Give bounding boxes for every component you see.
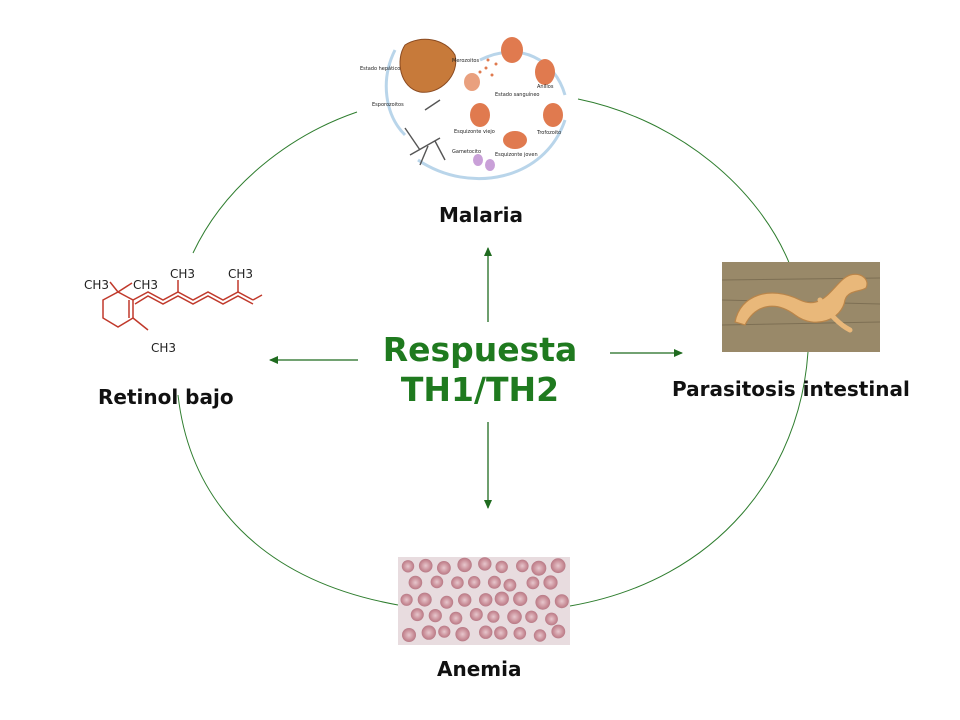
- node-label-parasitosis: Parasitosis intestinal: [672, 377, 910, 401]
- cycle-connectors: [177, 98, 809, 607]
- cycle-label-8: Gametocito: [452, 149, 481, 155]
- cycle-label-6: Esquizonte viejo: [454, 129, 495, 135]
- cycle-label-4: Estado sanguíneo: [495, 91, 540, 98]
- red-blood-cell: [421, 625, 436, 640]
- retinol-structure-image: [102, 280, 263, 331]
- cycle-label-1: Estado hepático: [360, 65, 400, 72]
- red-blood-cell: [469, 608, 483, 621]
- red-blood-cell: [494, 591, 509, 606]
- cycle-label-5: Esporozoitos: [372, 102, 404, 108]
- cycle-label-2: Merozoitos: [452, 58, 479, 64]
- red-blood-cell: [525, 610, 538, 623]
- methyl-label-1: CH3: [84, 278, 109, 292]
- red-blood-cell: [428, 609, 442, 623]
- red-blood-cell: [554, 594, 569, 609]
- methyl-label-3: CH3: [170, 267, 195, 281]
- red-blood-cell: [440, 595, 454, 609]
- red-blood-cell: [516, 559, 529, 573]
- arc-parasitosis-anemia: [569, 351, 809, 607]
- arc-anemia-retinol: [177, 394, 399, 606]
- center-title-line1: Respuesta: [382, 330, 578, 369]
- red-blood-cell: [535, 594, 551, 610]
- cycle-label-7: Trofozoito: [536, 130, 561, 136]
- red-blood-cell: [401, 560, 415, 573]
- red-blood-cell: [495, 560, 508, 574]
- red-blood-cell: [408, 575, 423, 590]
- red-blood-cell: [468, 576, 481, 589]
- red-blood-cell: [513, 627, 527, 640]
- red-blood-cell: [543, 575, 558, 590]
- red-blood-cell: [507, 609, 522, 625]
- liver-icon: [399, 38, 457, 93]
- red-blood-cell: [550, 558, 566, 574]
- cycle-label-3: Anillos: [537, 84, 554, 90]
- center-arrows: [269, 247, 683, 509]
- malaria-cycle-image: Estado hepático Merozoitos Anillos Estad…: [360, 28, 567, 192]
- mosquito-icon: [404, 99, 446, 166]
- red-blood-cell: [455, 627, 470, 642]
- red-blood-cell: [503, 578, 517, 592]
- red-blood-cell: [400, 593, 413, 606]
- red-blood-cell: [449, 611, 463, 625]
- red-blood-cell: [487, 575, 501, 589]
- rbc-icon: [501, 37, 523, 63]
- red-blood-cell: [402, 628, 416, 642]
- node-label-retinol: Retinol bajo: [98, 385, 234, 409]
- red-blood-cell: [479, 593, 493, 607]
- red-blood-cell: [478, 557, 492, 571]
- methyl-label-2: CH3: [133, 278, 158, 292]
- red-blood-cell: [487, 610, 500, 623]
- red-blood-cell: [533, 629, 547, 642]
- red-blood-cells: [400, 557, 569, 642]
- cycle-label-9: Esquizonte joven: [495, 152, 538, 158]
- methyl-label-5: CH3: [151, 341, 176, 355]
- red-blood-cell: [545, 612, 558, 626]
- red-blood-cell: [417, 592, 432, 607]
- arc-retinol-malaria: [192, 111, 358, 254]
- red-blood-cell: [458, 593, 472, 607]
- red-blood-cell: [494, 626, 508, 640]
- red-blood-cell: [418, 558, 433, 573]
- worm-icon: [734, 273, 868, 326]
- center-title: Respuesta TH1/TH2: [380, 330, 580, 410]
- red-blood-cell: [551, 624, 566, 639]
- node-label-anemia: Anemia: [437, 657, 522, 681]
- red-blood-cell: [451, 576, 464, 589]
- red-blood-cell: [410, 608, 424, 622]
- methyl-label-4: CH3: [228, 267, 253, 281]
- center-title-line2: TH1/TH2: [400, 370, 560, 409]
- parasite-image: [721, 262, 881, 352]
- red-blood-cell: [457, 557, 472, 573]
- red-blood-cell: [430, 575, 444, 589]
- red-blood-cell: [526, 576, 540, 590]
- red-blood-cell: [437, 561, 451, 575]
- red-blood-cell: [513, 591, 528, 607]
- red-blood-cell: [531, 560, 547, 576]
- arc-malaria-parasitosis: [577, 98, 791, 266]
- node-label-malaria: Malaria: [439, 203, 523, 227]
- red-blood-cell: [479, 625, 493, 639]
- red-blood-cell: [438, 625, 451, 638]
- blood-smear-image: [398, 557, 570, 645]
